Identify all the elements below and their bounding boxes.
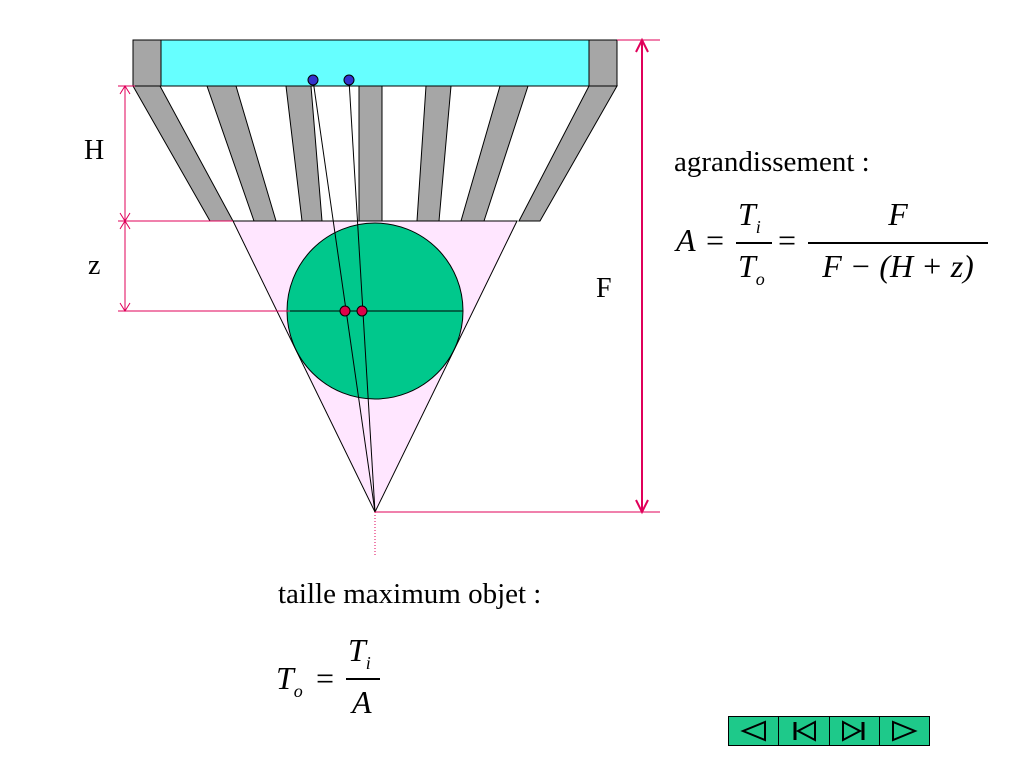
formula-To-sub: o [755, 269, 765, 289]
detector-side-right [588, 39, 618, 87]
septum-5 [416, 85, 452, 222]
skip-to-first-icon [793, 720, 816, 742]
septum-4 [358, 85, 383, 222]
formula-denominator: F − (H + z) [822, 248, 974, 284]
slide-navigation [728, 716, 930, 746]
formula-To-lhs-T: T [276, 660, 294, 696]
septum-3 [285, 85, 323, 222]
formula-To-T: T [738, 248, 756, 284]
formula-Ti-sub: i [755, 217, 761, 237]
fraction-bar-3 [346, 678, 380, 680]
formula-A-eq1: = [706, 222, 725, 258]
formula-A-denominator: A [352, 684, 372, 720]
formula-A-eq2: = [778, 222, 797, 258]
nav-next-button[interactable] [880, 717, 929, 745]
nav-first-button[interactable] [779, 717, 830, 745]
formula-To-eq: = [316, 660, 335, 696]
formula-A-symbol: A [676, 222, 696, 258]
ray-right [348, 79, 376, 513]
fraction-Ti-over-A: Ti A [346, 632, 382, 732]
septum-2 [206, 85, 277, 222]
image-point-right [343, 74, 355, 86]
detector-crystal [159, 39, 591, 87]
fraction-F-over-denominator: F F − (H + z) [808, 196, 988, 296]
ray-left [312, 79, 376, 513]
triangle-left-icon [739, 720, 766, 742]
nav-previous-button[interactable] [729, 717, 780, 745]
nav-last-button[interactable] [830, 717, 880, 745]
formula-To-lhs-sub: o [293, 681, 303, 701]
label-H: H [84, 135, 105, 166]
formula-To-lhs: To [276, 660, 303, 701]
triangle-right-icon [892, 720, 919, 742]
magnification-heading: agrandissement : [674, 146, 870, 178]
formula-Ti2-T: T [348, 632, 366, 668]
label-F: F [596, 273, 612, 304]
skip-to-last-icon [842, 720, 865, 742]
dimension-z [118, 220, 290, 312]
object-point-right [356, 305, 368, 317]
label-z: z [88, 250, 101, 281]
object-point-left [339, 305, 351, 317]
formula-Ti2-sub: i [365, 653, 371, 673]
fraction-Ti-over-To: Ti To [736, 196, 772, 296]
fraction-bar-1 [736, 242, 772, 244]
formula-numerator: F [888, 196, 908, 232]
septum-7 [518, 85, 618, 222]
detector-side-left [132, 39, 162, 87]
image-point-left [307, 74, 319, 86]
dimension-H [118, 85, 233, 222]
fraction-bar-2 [808, 242, 988, 244]
septum-6 [460, 85, 529, 222]
dimension-F [375, 37, 660, 515]
max-object-heading: taille maximum objet : [278, 578, 542, 610]
formula-Ti-T: T [738, 196, 756, 232]
